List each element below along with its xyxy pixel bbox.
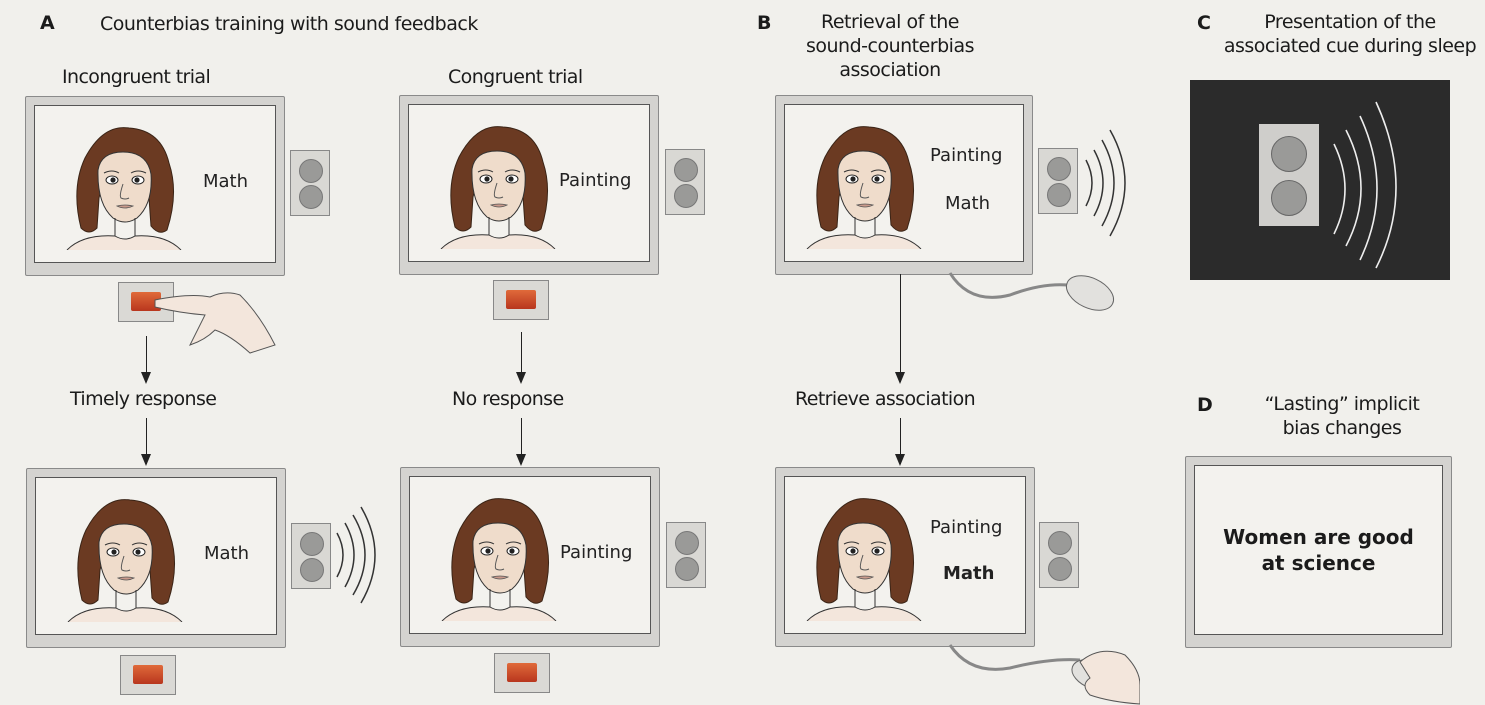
speaker-icon [1259, 124, 1319, 226]
computer-mouse [948, 272, 1115, 311]
panel-d-title: “Lasting” implicit bias changes [1222, 392, 1462, 440]
title-line: associated cue during sleep [1223, 35, 1477, 57]
pointing-hand [154, 292, 276, 354]
stimulus-word: Math [204, 543, 250, 564]
response-button-box [120, 655, 176, 695]
panel-b-title: Retrieval of the sound-counterbias assoc… [790, 10, 990, 82]
monitor-retrieval: Painting Math [775, 95, 1033, 275]
speaker-icon [290, 150, 330, 216]
arrow-down [141, 336, 151, 384]
monitor-incongruent-result: Math [26, 468, 286, 648]
screen: Math [34, 105, 276, 263]
selected-word: Math [943, 563, 995, 584]
stimulus-word: Painting [930, 145, 1003, 166]
face-illustration [66, 127, 182, 250]
panel-letter-b: B [757, 12, 772, 34]
stimulus-word: Painting [930, 517, 1003, 538]
speaker-icon [666, 522, 706, 588]
screen-message-line: at science [1261, 551, 1376, 575]
screen: Painting [408, 104, 650, 262]
arrow-down [895, 274, 905, 384]
sound-waves-icon [336, 506, 376, 604]
red-response-button [507, 663, 537, 682]
title-line: association [839, 59, 941, 81]
arrow-down [141, 418, 151, 466]
panel-letter-a: A [40, 12, 55, 34]
face-illustration [67, 499, 183, 622]
face-illustration [440, 126, 556, 249]
title-line: sound-counterbias [805, 35, 975, 57]
screen: Math [35, 477, 277, 635]
sleep-cue-panel [1190, 80, 1450, 280]
stimulus-word: Painting [560, 542, 633, 563]
arrow-down [516, 332, 526, 384]
response-button-box [494, 653, 550, 693]
stimulus-word: Math [945, 193, 991, 214]
sound-waves-icon [1085, 129, 1126, 237]
face-illustration [806, 126, 922, 249]
monitor-incongruent: Math [25, 96, 285, 276]
congruent-trial-label: Congruent trial [448, 66, 583, 88]
speaker-icon [665, 149, 705, 215]
title-line: “Lasting” implicit [1264, 393, 1420, 415]
panel-c-title: Presentation of the associated cue durin… [1215, 10, 1485, 58]
panel-a-title: Counterbias training with sound feedback [100, 13, 478, 35]
retrieve-association-label: Retrieve association [795, 388, 976, 410]
face-illustration [806, 498, 922, 621]
speaker-icon [291, 523, 331, 589]
panel-letter-c: C [1197, 12, 1211, 34]
screen: Painting [409, 476, 651, 634]
monitor-congruent: Painting [399, 95, 659, 275]
red-response-button [133, 665, 163, 684]
arrow-down [895, 418, 905, 466]
hand-on-mouse [948, 644, 1140, 705]
screen-message-line: Women are good [1223, 525, 1414, 549]
response-button-box [493, 280, 549, 320]
incongruent-trial-label: Incongruent trial [62, 66, 211, 88]
screen: Painting Math [784, 104, 1024, 262]
red-response-button [506, 290, 536, 309]
title-line: Retrieval of the [820, 11, 960, 33]
arrow-down [516, 418, 526, 466]
no-response-label: No response [452, 388, 564, 410]
timely-response-label: Timely response [70, 388, 217, 410]
title-line: Presentation of the [1264, 11, 1436, 33]
red-response-button [131, 292, 161, 311]
monitor-congruent-result: Painting [400, 467, 660, 647]
stimulus-word: Math [203, 171, 249, 192]
screen: Women are good at science [1194, 465, 1443, 635]
stimulus-word: Painting [559, 170, 632, 191]
monitor-bias-change: Women are good at science [1185, 456, 1452, 648]
panel-letter-d: D [1197, 394, 1213, 416]
speaker-icon [1038, 148, 1078, 214]
screen: Painting Math [784, 476, 1026, 634]
monitor-retrieval-result: Painting Math [775, 467, 1035, 647]
face-illustration [441, 498, 557, 621]
title-line: bias changes [1282, 417, 1402, 439]
speaker-icon [1039, 522, 1079, 588]
sound-waves-icon [1333, 101, 1397, 269]
